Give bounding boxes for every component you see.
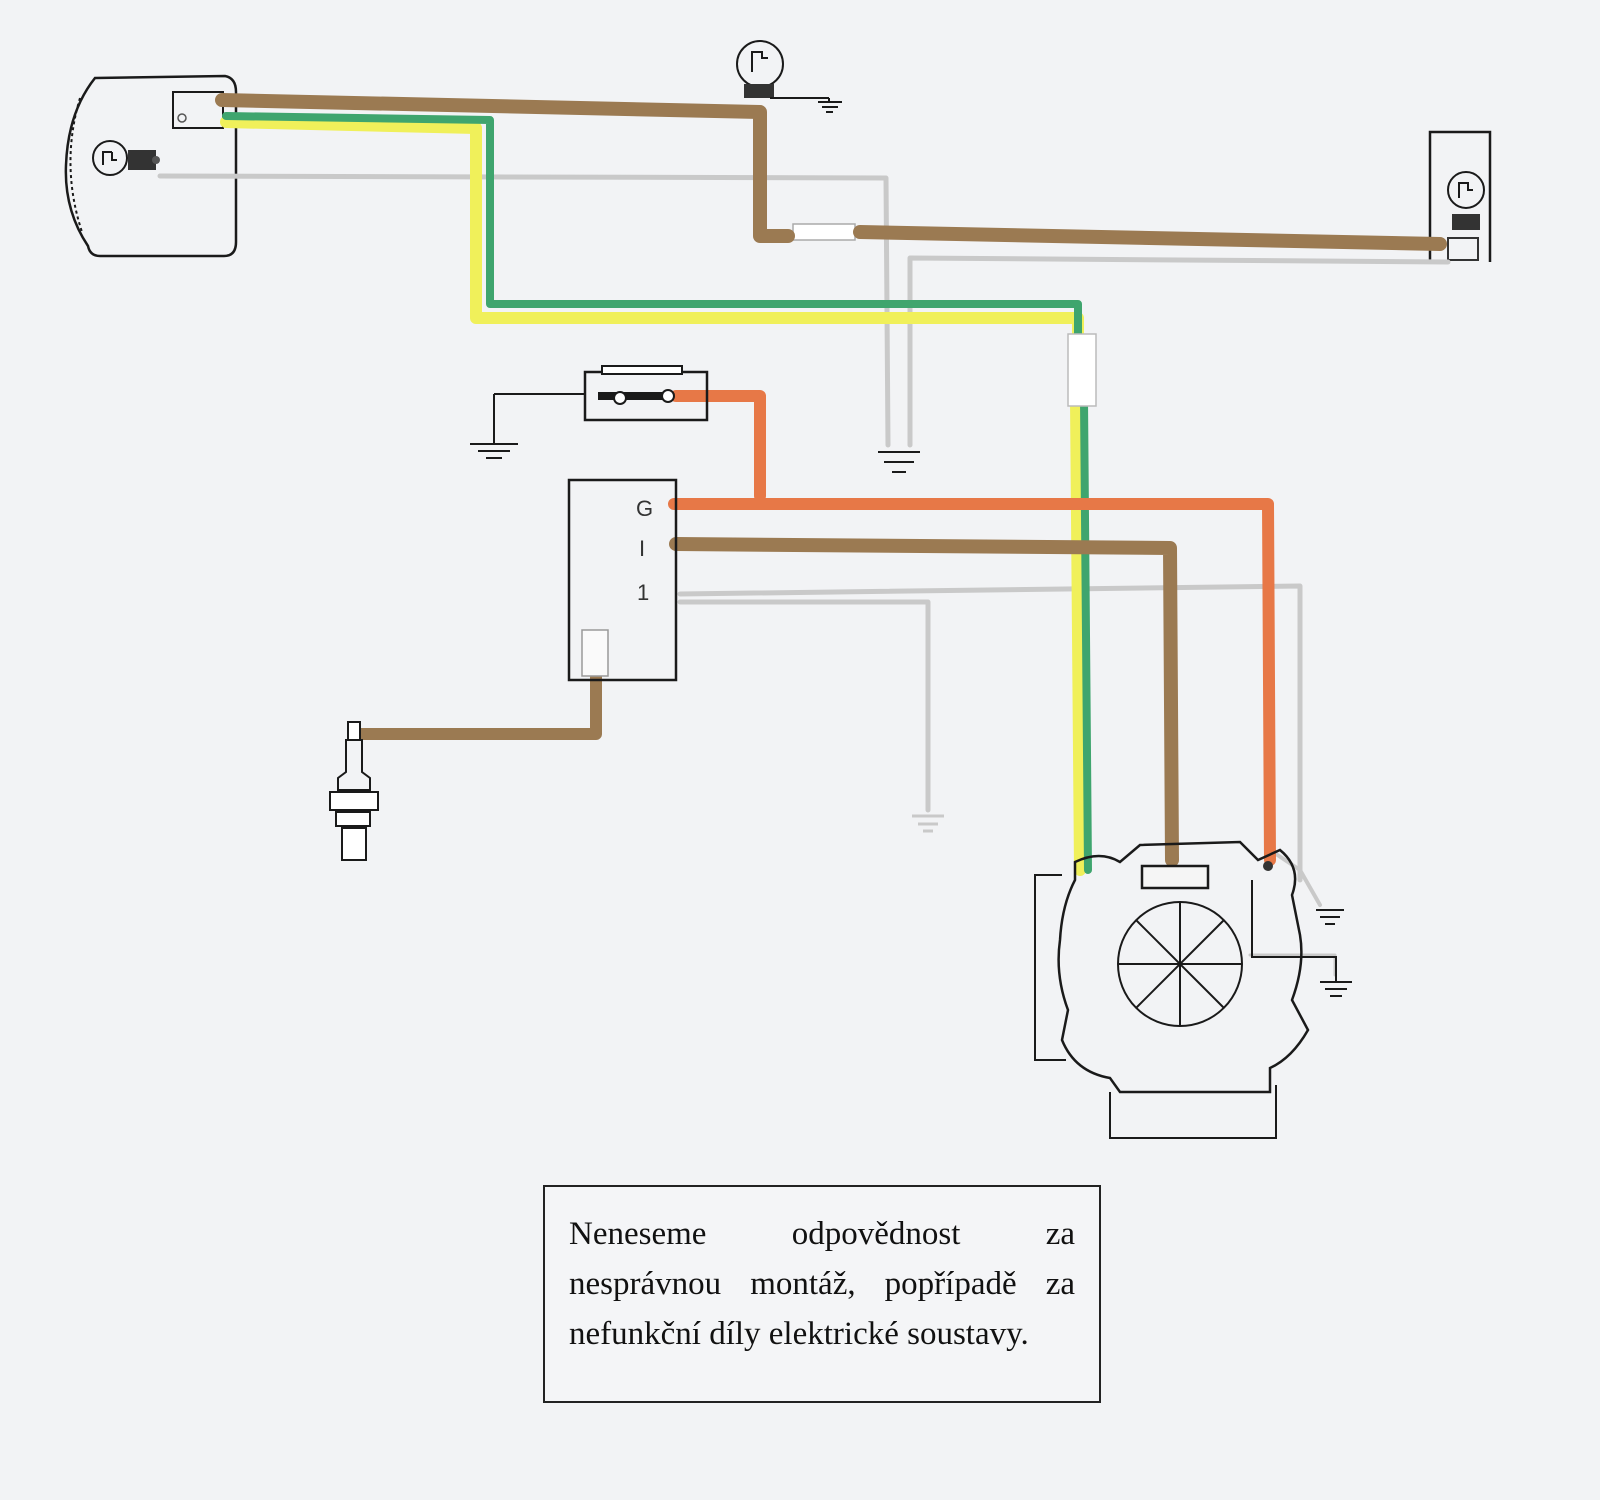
disclaimer-text: Neneseme odpovědnost za nesprávnou montá… — [569, 1216, 1075, 1352]
connector-sleeve — [1067, 333, 1097, 407]
headlight-bulb-icon — [92, 140, 160, 176]
indicator-bulb-icon — [736, 40, 784, 98]
wires — [157, 93, 1451, 977]
headlight — [64, 74, 238, 258]
alternator-stator — [1034, 840, 1337, 1139]
ground-symbol-gray-1 — [878, 451, 920, 473]
ground-symbol-stator-2 — [1320, 981, 1352, 997]
coil-terminal-g-label: G — [636, 496, 653, 521]
kill-switch — [583, 365, 709, 422]
spark-plug-icon — [329, 721, 379, 861]
connector-top — [792, 223, 856, 241]
ground-symbol-top-lamp — [770, 97, 842, 113]
ground-symbol-stator-1 — [1316, 909, 1344, 925]
ignition-coil: G I 1 — [567, 478, 678, 682]
coil-terminal-i-label: I — [639, 536, 645, 561]
tail-light — [1428, 130, 1492, 262]
disclaimer-box: Neneseme odpovědnost za nesprávnou montá… — [543, 1185, 1101, 1403]
ground-symbol-switch — [470, 393, 585, 459]
coil-terminal-1-label: 1 — [637, 580, 649, 605]
tail-light-bulb-icon — [1447, 171, 1485, 261]
ground-symbol-gray-2 — [912, 814, 944, 833]
